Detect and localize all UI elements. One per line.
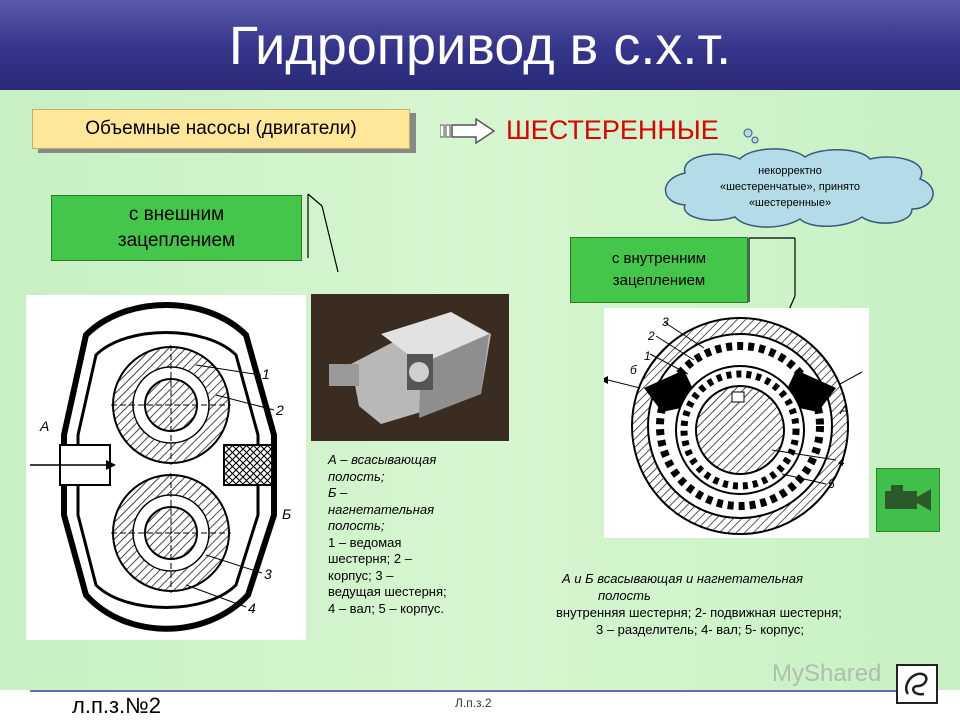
note-text: некорректно «шестеренчатые», принято «ше…	[680, 163, 900, 211]
right-arrow-icon	[440, 118, 496, 144]
logo-icon	[896, 664, 938, 704]
ext-part-number: 3	[264, 566, 272, 582]
ext-legend-line: Б –	[328, 485, 348, 500]
ext-port-letter: Б	[282, 506, 291, 522]
internal-label-line: с внутренним	[611, 250, 707, 267]
slide-footer	[0, 690, 960, 720]
note-cloud	[664, 148, 934, 228]
cloud-tail	[743, 128, 759, 144]
internal-label-bracket	[748, 237, 796, 343]
internal-legend: А и Б всасывающая и нагнетательная полос…	[556, 570, 936, 638]
note-line: «шестеренчатые», принято	[719, 181, 861, 193]
ext-legend-line: полость;	[328, 468, 385, 484]
internal-mesh-label: с внутренним зацеплением	[570, 237, 748, 303]
int-port-letter: б	[630, 363, 638, 377]
ext-legend-line: 4 – вал; 5 – корпус.	[328, 600, 444, 616]
lesson-label: л.п.з.№2	[72, 693, 162, 718]
external-gear-pump-diagram: 1 2 3 4 А Б	[26, 295, 306, 640]
gear-pump-photo	[311, 294, 509, 441]
external-label-line: с внешним	[128, 204, 225, 225]
ext-part-number: 4	[248, 600, 256, 616]
slide-title: Гидропривод в с.х.т.	[228, 16, 732, 76]
int-part-number: 3	[662, 315, 669, 329]
ext-part-number: 2	[275, 402, 284, 418]
ext-port-letter: А	[39, 418, 49, 434]
internal-label-line: зацеплением	[612, 272, 706, 289]
int-port-letter: А	[839, 403, 848, 417]
ext-legend-line: нагнетательная	[328, 501, 435, 517]
ext-legend-line: А – всасывающая	[328, 452, 437, 467]
external-mesh-label: с внешним зацеплением	[51, 195, 302, 261]
pump-label: Объемные насосы (двигатели)	[32, 109, 410, 149]
int-legend-line: полость	[598, 588, 651, 603]
int-part-number: 1	[644, 349, 651, 363]
slide-header	[0, 0, 960, 90]
ext-part-number: 1	[262, 366, 270, 382]
internal-gear-pump-diagram: 3 2 1 4 5 б А	[600, 308, 869, 538]
footer-divider	[30, 690, 930, 692]
int-legend-line: внутренняя шестерня; 2- подвижная шестер…	[556, 605, 842, 620]
ext-legend-line: 1 – ведомая	[328, 534, 402, 550]
int-legend-line: А и Б всасывающая и нагнетательная	[562, 571, 803, 586]
video-button[interactable]	[876, 468, 940, 532]
note-line: «шестеренные»	[748, 197, 832, 209]
external-label-bracket	[307, 193, 339, 273]
external-label-line: зацеплением	[117, 230, 236, 251]
int-part-number: 2	[647, 329, 655, 343]
external-legend: А – всасывающая полость; Б – нагнетатель…	[328, 452, 478, 617]
ext-legend-line: шестерня; 2 –	[328, 551, 412, 566]
footer-center-label: Л.п.з.2	[455, 696, 492, 710]
int-legend-line: 3 – разделитель; 4- вал; 5- корпус;	[596, 622, 805, 637]
gear-pumps-title: ШЕСТЕРЕННЫЕ	[506, 115, 719, 145]
int-part-number: 4	[838, 455, 845, 469]
int-part-number: 5	[828, 477, 835, 491]
ext-legend-line: ведущая шестерня;	[328, 584, 447, 599]
watermark: MyShared	[772, 660, 882, 687]
note-line: некорректно	[758, 165, 822, 177]
ext-legend-line: полость;	[328, 518, 385, 533]
ext-legend-line: корпус; 3 –	[328, 567, 394, 583]
video-camera-icon	[885, 485, 931, 511]
